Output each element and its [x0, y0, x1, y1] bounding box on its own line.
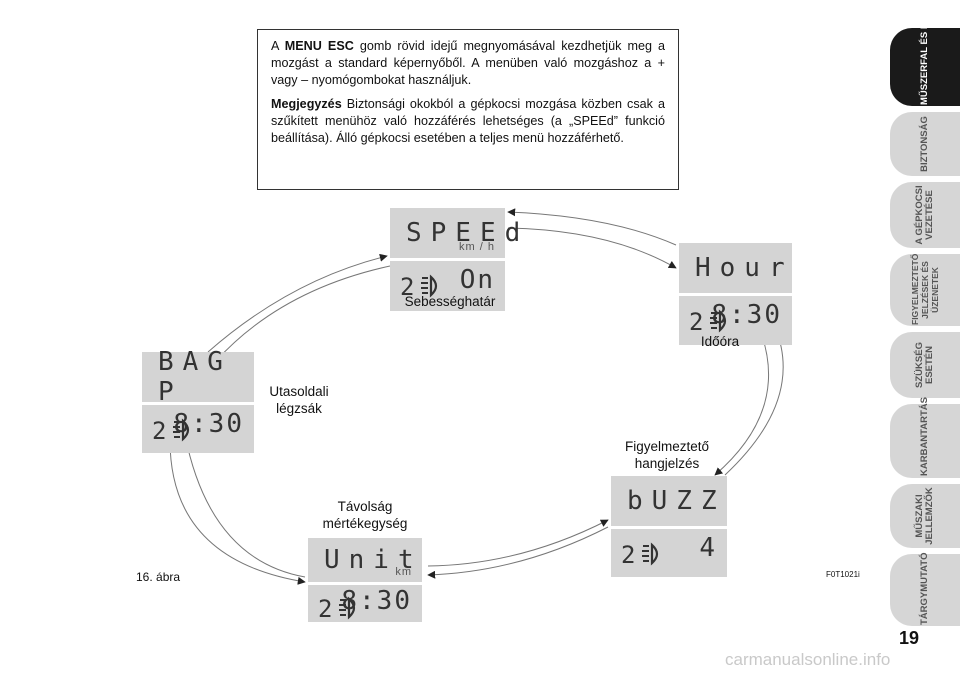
lcd-buzz-digit: 2: [621, 541, 635, 568]
arrow-speed-to-bag: [214, 265, 391, 363]
lcd-speed-unit: km / h: [459, 241, 495, 253]
label-passenger-airbag: Utasoldali légzsák: [269, 384, 329, 416]
headlight-icon: 2: [152, 417, 190, 444]
arrow-unit-to-bag: [182, 434, 306, 578]
lcd-bag-title: BAG P: [158, 347, 232, 407]
lcd-bag: BAG P 2 8:30: [142, 347, 254, 453]
tab-maintenance[interactable]: KARBANTARTÁS: [890, 397, 960, 478]
lcd-speed-value: On: [459, 265, 495, 295]
note-term: Megjegyzés: [271, 97, 342, 111]
arrow-speed-to-hour: [507, 227, 677, 269]
note-paragraph-1: A MENU ESC gomb rövid idejű megnyomásáva…: [271, 39, 666, 87]
tab-emergency[interactable]: SZÜKSÉG ESETÉN: [890, 332, 960, 398]
tab-dashboard-controls[interactable]: MŰSZERFAL ÉS KEZELŐSZERVEK: [890, 0, 960, 106]
lcd-buzz-title: bUZZ: [627, 486, 726, 516]
tab-index[interactable]: TÁRGYMUTATÓ: [890, 553, 960, 626]
lcd-bag-digit: 2: [152, 417, 166, 444]
menu-esc-term: MENU ESC: [284, 39, 354, 53]
tab-technical-specs[interactable]: MŰSZAKI JELLEMZŐK: [890, 484, 960, 548]
tab-warnings[interactable]: FIGYELMEZTETŐ JELZÉSEK ÉS ÜZENETEK: [890, 254, 960, 326]
figure-label: 16. ábra: [136, 570, 181, 584]
label-clock: Időóra: [700, 334, 740, 349]
lcd-buzz-value: 4: [699, 533, 717, 563]
lcd-unit: Unit km 2 8:30: [308, 538, 422, 622]
arrow-unit-to-buzz: [427, 519, 609, 567]
label-distance-unit: Távolság mértékegység: [322, 499, 408, 531]
section-tabs: MŰSZERFAL ÉS KEZELŐSZERVEK BIZTONSÁG A G…: [890, 0, 960, 677]
lcd-buzz: bUZZ 2 4: [611, 476, 727, 577]
headlight-icon: 2: [400, 273, 438, 300]
lcd-speed: SPEEd km / h 2 On: [390, 208, 530, 311]
page-number: 19: [899, 628, 920, 648]
arrow-hour-to-speed: [507, 208, 677, 246]
lcd-hour-title: Hour: [695, 253, 794, 283]
headlight-icon: 2: [689, 308, 727, 335]
lcd-unit-title: Unit: [324, 545, 423, 575]
tab-driving[interactable]: A GÉPKOCSI VEZETÉSE: [890, 182, 960, 248]
lcd-speed-digit: 2: [400, 273, 414, 300]
headlight-icon: 2: [318, 595, 356, 622]
lcd-hour-value: 8:30: [711, 300, 782, 330]
instruction-note: A MENU ESC gomb rövid idejű megnyomásáva…: [257, 29, 679, 190]
lcd-speed-title: SPEEd: [406, 218, 530, 248]
arrow-bag-to-speed: [207, 253, 388, 353]
note-paragraph-2: Megjegyzés Biztonsági okokból a gépkocsi…: [271, 97, 665, 145]
watermark: carmanualsonline.info: [725, 650, 891, 669]
lcd-unit-value: 8:30: [341, 586, 412, 616]
lcd-hour: Hour 2 8:30: [679, 243, 792, 345]
lcd-bag-value: 8:30: [173, 409, 244, 439]
lcd-unit-unit: km: [395, 566, 412, 578]
lcd-unit-digit: 2: [318, 595, 332, 622]
label-speed-limit: Sebességhatár: [404, 294, 496, 309]
arrow-buzz-to-unit: [427, 526, 609, 579]
arrow-bag-to-unit: [169, 439, 306, 585]
arrow-hour-to-buzz: [714, 329, 770, 476]
figure-code: F0T1021i: [826, 570, 860, 579]
label-warning-buzzer: Figyelmeztető hangjelzés: [624, 439, 710, 471]
headlight-icon: 2: [621, 541, 659, 568]
lcd-hour-digit: 2: [689, 308, 703, 335]
tab-safety[interactable]: BIZTONSÁG: [890, 112, 960, 176]
